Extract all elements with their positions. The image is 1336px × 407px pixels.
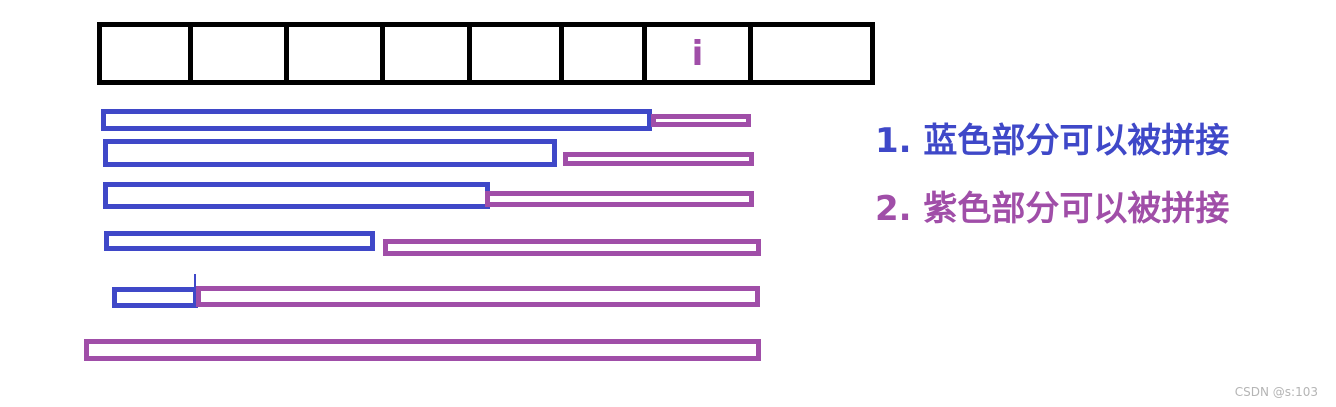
blue-segment [104,231,375,251]
array-cell [188,22,289,85]
blue-segment [101,109,652,131]
array-cell-marked: i [642,22,753,85]
array-cell [97,22,193,85]
array-cell [748,22,875,85]
purple-segment [383,239,761,256]
purple-segment [196,286,760,307]
blue-segment [112,287,198,308]
purple-segment [485,191,754,207]
purple-segment [651,114,751,127]
legend-item-blue: 1. 蓝色部分可以被拼接 [875,121,1230,161]
purple-segment [84,339,761,361]
boundary-tick [194,274,196,288]
blue-segment [103,139,557,167]
array-cell [284,22,385,85]
watermark: CSDN @s:103 [1234,385,1318,399]
index-label-i: i [691,33,704,74]
array-cell [467,22,564,85]
purple-segment [563,152,754,166]
array-cell [380,22,472,85]
legend-item-purple: 2. 紫色部分可以被拼接 [875,189,1230,229]
array-cell [559,22,647,85]
blue-segment [103,182,490,209]
